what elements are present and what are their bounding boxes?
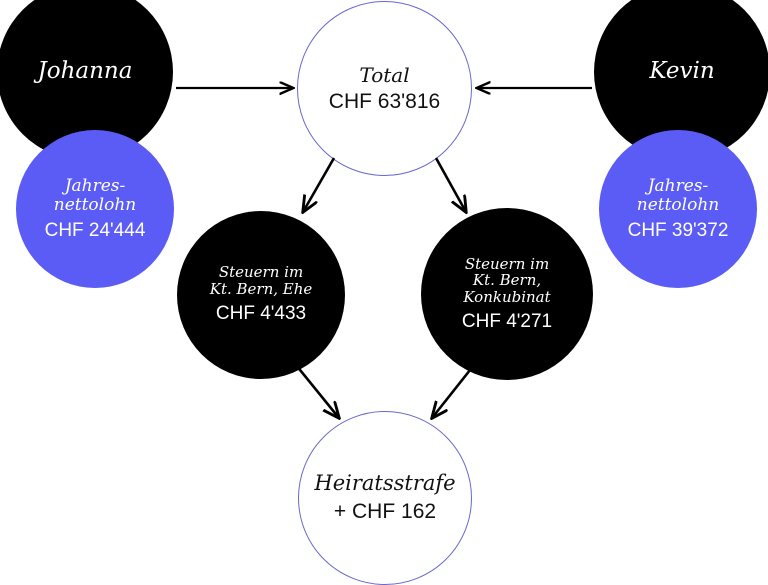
node-steuern-ehe-title: Steuern im Kt. Bern, Ehe xyxy=(209,263,313,298)
node-total-title: Total xyxy=(359,62,410,87)
node-steuern-konkubinat-title: Steuern im Kt. Bern, Konkubinat xyxy=(463,254,551,307)
node-kevin-title: Kevin xyxy=(649,58,715,85)
node-total[interactable]: Total CHF 63'816 xyxy=(297,1,472,176)
node-total-value: CHF 63'816 xyxy=(328,89,441,113)
edge-total-to-steuern-ehe xyxy=(303,157,336,212)
node-steuern-ehe[interactable]: Steuern im Kt. Bern, Ehe CHF 4'433 xyxy=(177,211,345,379)
node-johanna-salary-title: Jahres- nettolohn xyxy=(53,175,137,215)
node-steuern-ehe-value: CHF 4'433 xyxy=(215,302,307,324)
node-heiratsstrafe[interactable]: Heiratsstrafe + CHF 162 xyxy=(298,411,472,585)
node-heiratsstrafe-value: + CHF 162 xyxy=(333,500,437,523)
node-steuern-konkubinat-value: CHF 4'271 xyxy=(461,311,553,333)
node-kevin-salary[interactable]: Jahres- nettolohn CHF 39'372 xyxy=(599,130,757,288)
edge-steuern-ehe-to-heiratsstrafe xyxy=(294,364,339,418)
node-kevin-salary-title: Jahres- nettolohn xyxy=(636,175,720,215)
node-kevin-salary-value: CHF 39'372 xyxy=(627,219,729,241)
edge-steuern-konkubinat-to-heiratsstrafe xyxy=(432,364,476,418)
node-johanna-salary[interactable]: Jahres- nettolohn CHF 24'444 xyxy=(16,130,174,288)
node-steuern-konkubinat[interactable]: Steuern im Kt. Bern, Konkubinat CHF 4'27… xyxy=(421,208,593,380)
node-johanna-salary-value: CHF 24'444 xyxy=(44,219,146,241)
node-johanna-title: Johanna xyxy=(37,58,133,85)
edge-total-to-steuern-konkubinat xyxy=(434,157,466,212)
node-heiratsstrafe-title: Heiratsstrafe xyxy=(314,471,456,496)
